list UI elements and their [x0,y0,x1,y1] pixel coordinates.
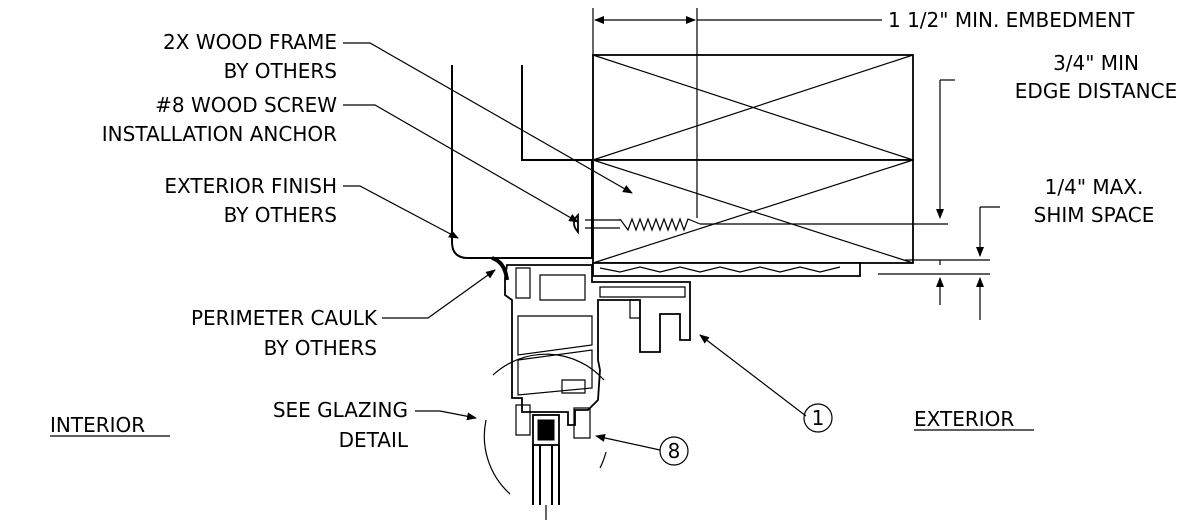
leader-lines [343,42,807,451]
wood-screw-label-line-2: INSTALLATION ANCHOR [102,122,337,146]
wood-frame [592,54,914,264]
perimeter-caulk-label-line-2: BY OTHERS [264,336,377,360]
edge-distance-dimension [936,79,955,219]
callout-1: 1 [803,403,833,433]
glazing-label-line-1: SEE GLAZING [273,398,408,422]
shim-space-label-line-2: SHIM SPACE [1034,203,1155,227]
exterior-finish-label-line-1: EXTERIOR FINISH [164,174,337,198]
wood-frame-label-line-2: BY OTHERS [224,59,337,83]
glazing-detail-circle [483,353,607,495]
exterior-label-group: EXTERIOR [914,407,1034,431]
interior-label: INTERIOR [50,413,145,437]
interior-label-group: INTERIOR [50,413,170,437]
edge-distance-label-line-2: EDGE DISTANCE [1015,79,1177,103]
shim [592,262,861,277]
perimeter-caulk-label-line-1: PERIMETER CAULK [191,306,378,330]
embedment-label: 1 1/2" MIN. EMBEDMENT [888,8,1135,32]
glazing-unit [532,414,560,520]
callout-1-label: 1 [812,406,825,430]
callout-8: 8 [659,436,689,466]
wood-screw-label-line-1: #8 WOOD SCREW [155,93,337,117]
exterior-finish [451,65,593,259]
embedment-dimension [592,8,882,265]
perimeter-caulk [491,256,509,281]
exterior-label: EXTERIOR [914,407,1014,431]
exterior-finish-label-line-2: BY OTHERS [224,203,337,227]
glazing-label-line-2: DETAIL [339,428,409,452]
edge-distance-label-line-1: 3/4" MIN [1053,51,1139,75]
wood-frame-label-line-1: 2X WOOD FRAME [163,30,337,54]
window-frame-profile [504,264,691,439]
shim-space-label-line-1: 1/4" MAX. [1045,175,1144,199]
shim-space-dimension [878,206,1000,320]
callout-8-label: 8 [668,439,681,463]
